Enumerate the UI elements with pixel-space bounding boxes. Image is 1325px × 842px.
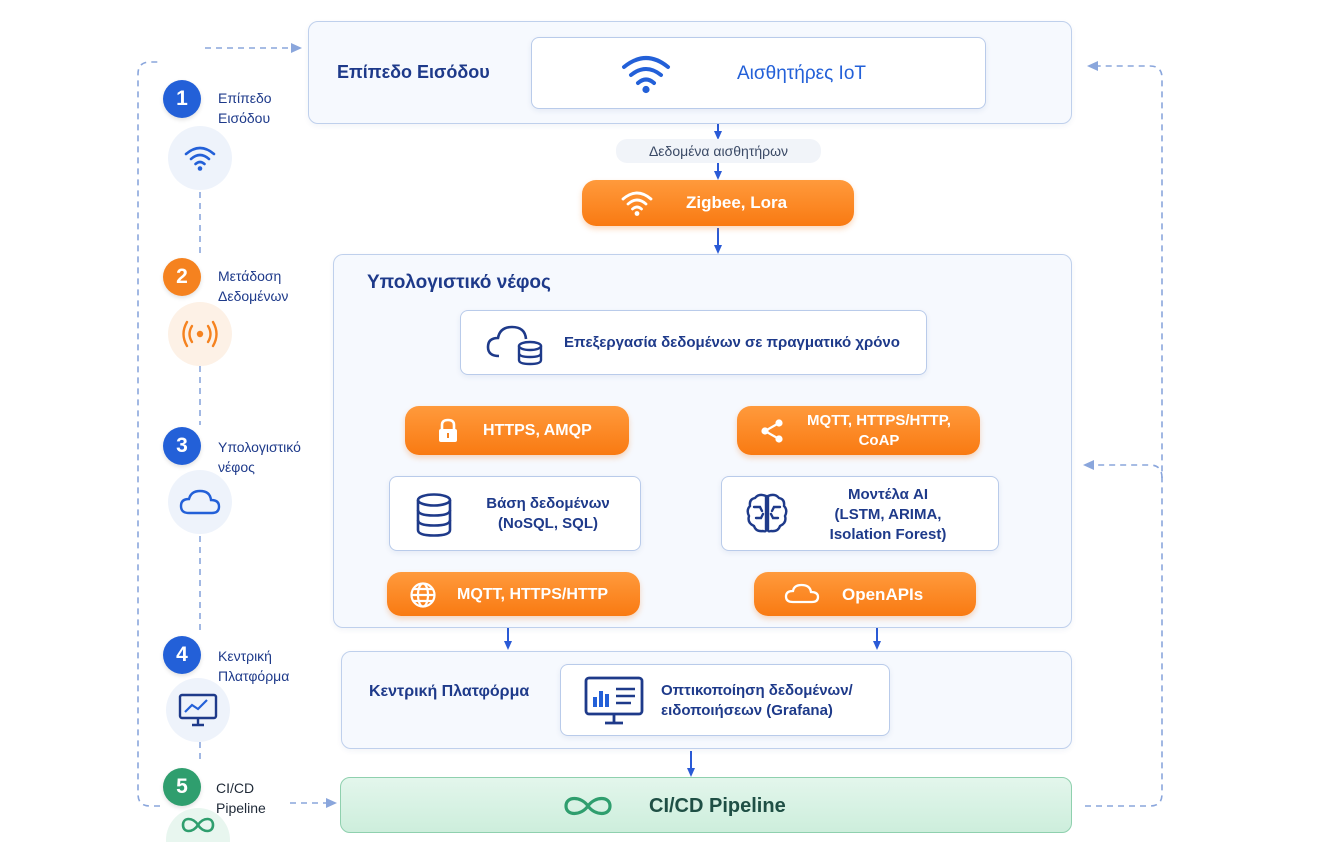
step-number: 5 (176, 775, 188, 798)
infinity-icon (564, 796, 612, 816)
share-icon (761, 419, 783, 443)
step-4-label: Κεντρική Πλατφόρμα (218, 648, 290, 684)
cicd-pipeline-label: CI/CD Pipeline (649, 795, 786, 817)
https-amqp-pill[interactable]: HTTPS, AMQP (405, 406, 629, 455)
step-number: 2 (176, 265, 188, 288)
step-2-badge: 2 (163, 258, 201, 296)
openapis-label: OpenAPIs (842, 585, 924, 604)
step-2-label: Μετάδοση Δεδομένων (218, 268, 289, 304)
ai-models-card[interactable]: Μοντέλα AI (LSTM, ARIMA, Isolation Fores… (721, 476, 999, 551)
step-3-badge: 3 (163, 427, 201, 465)
step-5-label: CI/CD Pipeline (216, 780, 266, 816)
openapis-pill[interactable]: OpenAPIs (754, 572, 976, 616)
brain-icon (746, 493, 788, 533)
realtime-processing-card[interactable]: Επεξεργασία δεδομένων σε πραγματικό χρόν… (460, 310, 927, 375)
visualization-label: Οπτικοποίηση δεδομένων/ ειδοποιήσεων (Gr… (661, 682, 853, 719)
broadcast-icon (182, 320, 218, 348)
cloud-icon (784, 583, 820, 604)
step-number: 3 (176, 434, 188, 457)
mqtt-https-coap-pill[interactable]: MQTT, HTTPS/HTTP, CoAP (737, 406, 980, 455)
sensor-data-chip: Δεδομένα αισθητήρων (616, 139, 821, 163)
step-3-icon-circle (168, 470, 232, 534)
monitor-chart-icon (178, 693, 218, 727)
cicd-pipeline-bar[interactable]: CI/CD Pipeline (340, 777, 1072, 833)
step-number: 1 (176, 87, 188, 110)
ai-models-label: Μοντέλα AI (LSTM, ARIMA, Isolation Fores… (829, 486, 947, 543)
feedback-right-mid (1083, 460, 1163, 479)
step-5-badge: 5 (163, 768, 201, 806)
zigbee-lora-pill[interactable]: Zigbee, Lora (582, 180, 854, 226)
feedback-loop-right (1085, 61, 1163, 807)
wifi-icon (622, 56, 670, 94)
wifi-icon (621, 191, 653, 216)
step-number: 4 (176, 643, 188, 666)
database-icon (416, 493, 452, 537)
mqtt-https-coap-label: MQTT, HTTPS/HTTP, CoAP (807, 412, 951, 449)
step-4-icon-circle (166, 678, 230, 742)
step-1-label: Επίπεδο Εισόδου (218, 90, 272, 126)
realtime-processing-label: Επεξεργασία δεδομένων σε πραγματικό χρόν… (564, 334, 900, 351)
step-1-badge: 1 (163, 80, 201, 118)
dashboard-monitor-icon (584, 676, 644, 725)
step-2-icon-circle (168, 302, 232, 366)
infinity-icon (181, 817, 215, 833)
globe-icon (410, 582, 436, 608)
input-layer-title: Επίπεδο Εισόδου (337, 62, 490, 82)
cloud-title: Υπολογιστικό νέφος (367, 272, 551, 293)
central-platform-title: Κεντρική Πλατφόρμα (369, 683, 530, 700)
cloud-database-icon (486, 325, 543, 366)
feedback-loop-left (137, 61, 160, 807)
step-4-badge: 4 (163, 636, 201, 674)
database-label: Βάση δεδομένων (NoSQL, SQL) (486, 495, 610, 532)
zigbee-lora-label: Zigbee, Lora (686, 193, 788, 212)
cloud-icon (179, 489, 221, 515)
visualization-card[interactable]: Οπτικοποίηση δεδομένων/ ειδοποιήσεων (Gr… (560, 664, 890, 736)
https-amqp-label: HTTPS, AMQP (483, 422, 592, 439)
mqtt-https-output-label: MQTT, HTTPS/HTTP (457, 586, 609, 603)
mqtt-https-output-pill[interactable]: MQTT, HTTPS/HTTP (387, 572, 640, 616)
step-1-icon-circle (168, 126, 232, 190)
wifi-icon (184, 146, 216, 171)
lock-icon (439, 418, 457, 442)
step-3-label: Υπολογιστικό νέφος (218, 439, 301, 475)
database-card[interactable]: Βάση δεδομένων (NoSQL, SQL) (389, 476, 641, 551)
iot-sensors-label: Αισθητήρες IoT (737, 63, 866, 84)
iot-sensors-card[interactable]: Αισθητήρες IoT (531, 37, 986, 109)
